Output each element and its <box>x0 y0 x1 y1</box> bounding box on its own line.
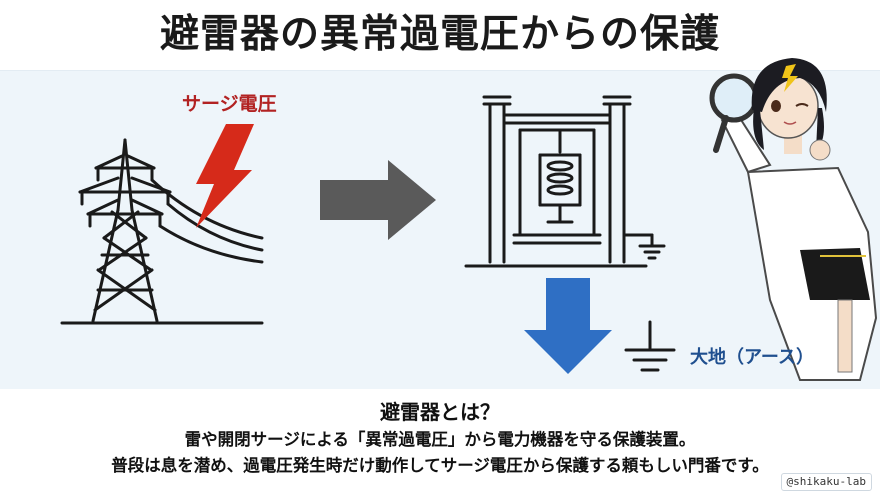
transmission-tower-icon <box>60 138 264 325</box>
page-title: 避雷器の異常過電圧からの保護 <box>159 12 720 57</box>
caption-panel <box>0 389 880 495</box>
mascot-character <box>709 58 878 381</box>
right-arrow-icon <box>320 160 436 240</box>
ground-symbol-icon <box>624 320 676 372</box>
caption-line-1: 雷や開閉サージによる「異常過電圧」から電力機器を守る保護装置。 <box>184 430 696 449</box>
surge-arrester-icon <box>464 95 666 268</box>
caption-line-2: 普段は息を潜め、過電圧発生時だけ動作してサージ電圧から保護する頼もしい門番です。 <box>111 456 769 475</box>
earth-label: 大地（アース） <box>690 347 815 368</box>
title-bar <box>0 0 880 71</box>
lightning-bolt-icon <box>196 124 254 228</box>
surge-voltage-label: サージ電圧 <box>182 93 277 115</box>
credit-badge: @shikaku-lab <box>780 473 872 491</box>
down-arrow-icon <box>524 278 612 374</box>
caption-heading: 避雷器とは？ <box>380 400 500 424</box>
